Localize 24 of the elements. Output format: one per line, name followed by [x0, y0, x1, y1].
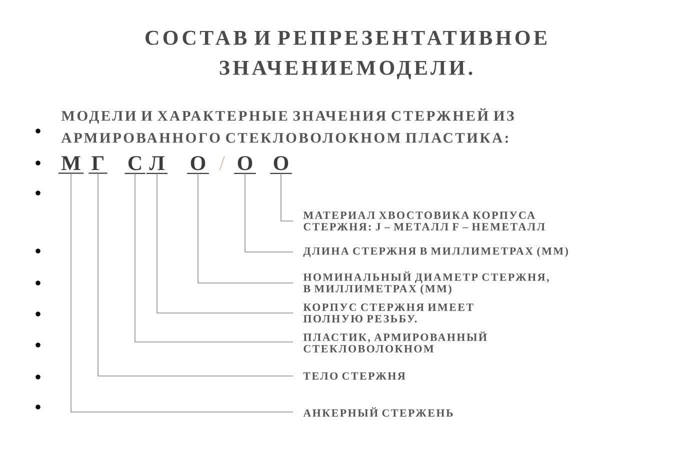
description-label: ПЛАСТИК, АРМИРОВАННЫЙ СТЕКЛОВОЛОКНОМ [303, 332, 487, 352]
description-label: ДЛИНА СТЕРЖНЯ В МИЛЛИМЕТРАХ (ММ) [303, 247, 568, 257]
code-letter: Г [88, 156, 108, 174]
code-letter: О [234, 156, 256, 174]
slash-separator: / [219, 156, 225, 170]
leader-line [134, 173, 294, 342]
description-label: ТЕЛО СТЕРЖНЯ [303, 372, 406, 380]
description-label: КОРПУС СТЕРЖНЯ ИМЕЕТ ПОЛНУЮ РЕЗЬБУ. [303, 304, 474, 322]
code-letter: О [270, 156, 292, 174]
leader-line [70, 172, 294, 412]
leader-line [280, 173, 294, 222]
leader-line [198, 173, 294, 284]
intro-text: МОДЕЛИ И ХАРАКТЕРНЫЕ ЗНАЧЕНИЯ СТЕРЖНЕЙ ИЗ АРМИРОВАННОГО СТЕКЛОВОЛОКНОМ ПЛАСТИКА: [61, 108, 514, 143]
code-letter: М [58, 156, 84, 174]
description-label: НОМИНАЛЬНЫЙ ДИАМЕТР СТЕРЖНЯ, В МИЛЛИМЕТРАХ (ММ) [303, 271, 549, 295]
leader-line [244, 173, 294, 252]
code-letter: О [187, 156, 209, 174]
code-letter: Л [146, 156, 168, 174]
leader-line [98, 172, 294, 376]
title: СОСТАВ И РЕПРЕЗЕНТАТИВНОЕ ЗНАЧЕНИЕМОДЕЛИ. [146, 30, 546, 80]
code-letter: С [124, 156, 146, 174]
leader-line [156, 173, 294, 314]
description-label: АНКЕРНЫЙ СТЕРЖЕНЬ [303, 407, 453, 417]
description-label: МАТЕРИАЛ ХВОСТОВИКА КОРПУСА СТЕРЖНЯ: J – МЕТАЛЛ F – НЕМЕТАЛЛ [303, 212, 545, 230]
